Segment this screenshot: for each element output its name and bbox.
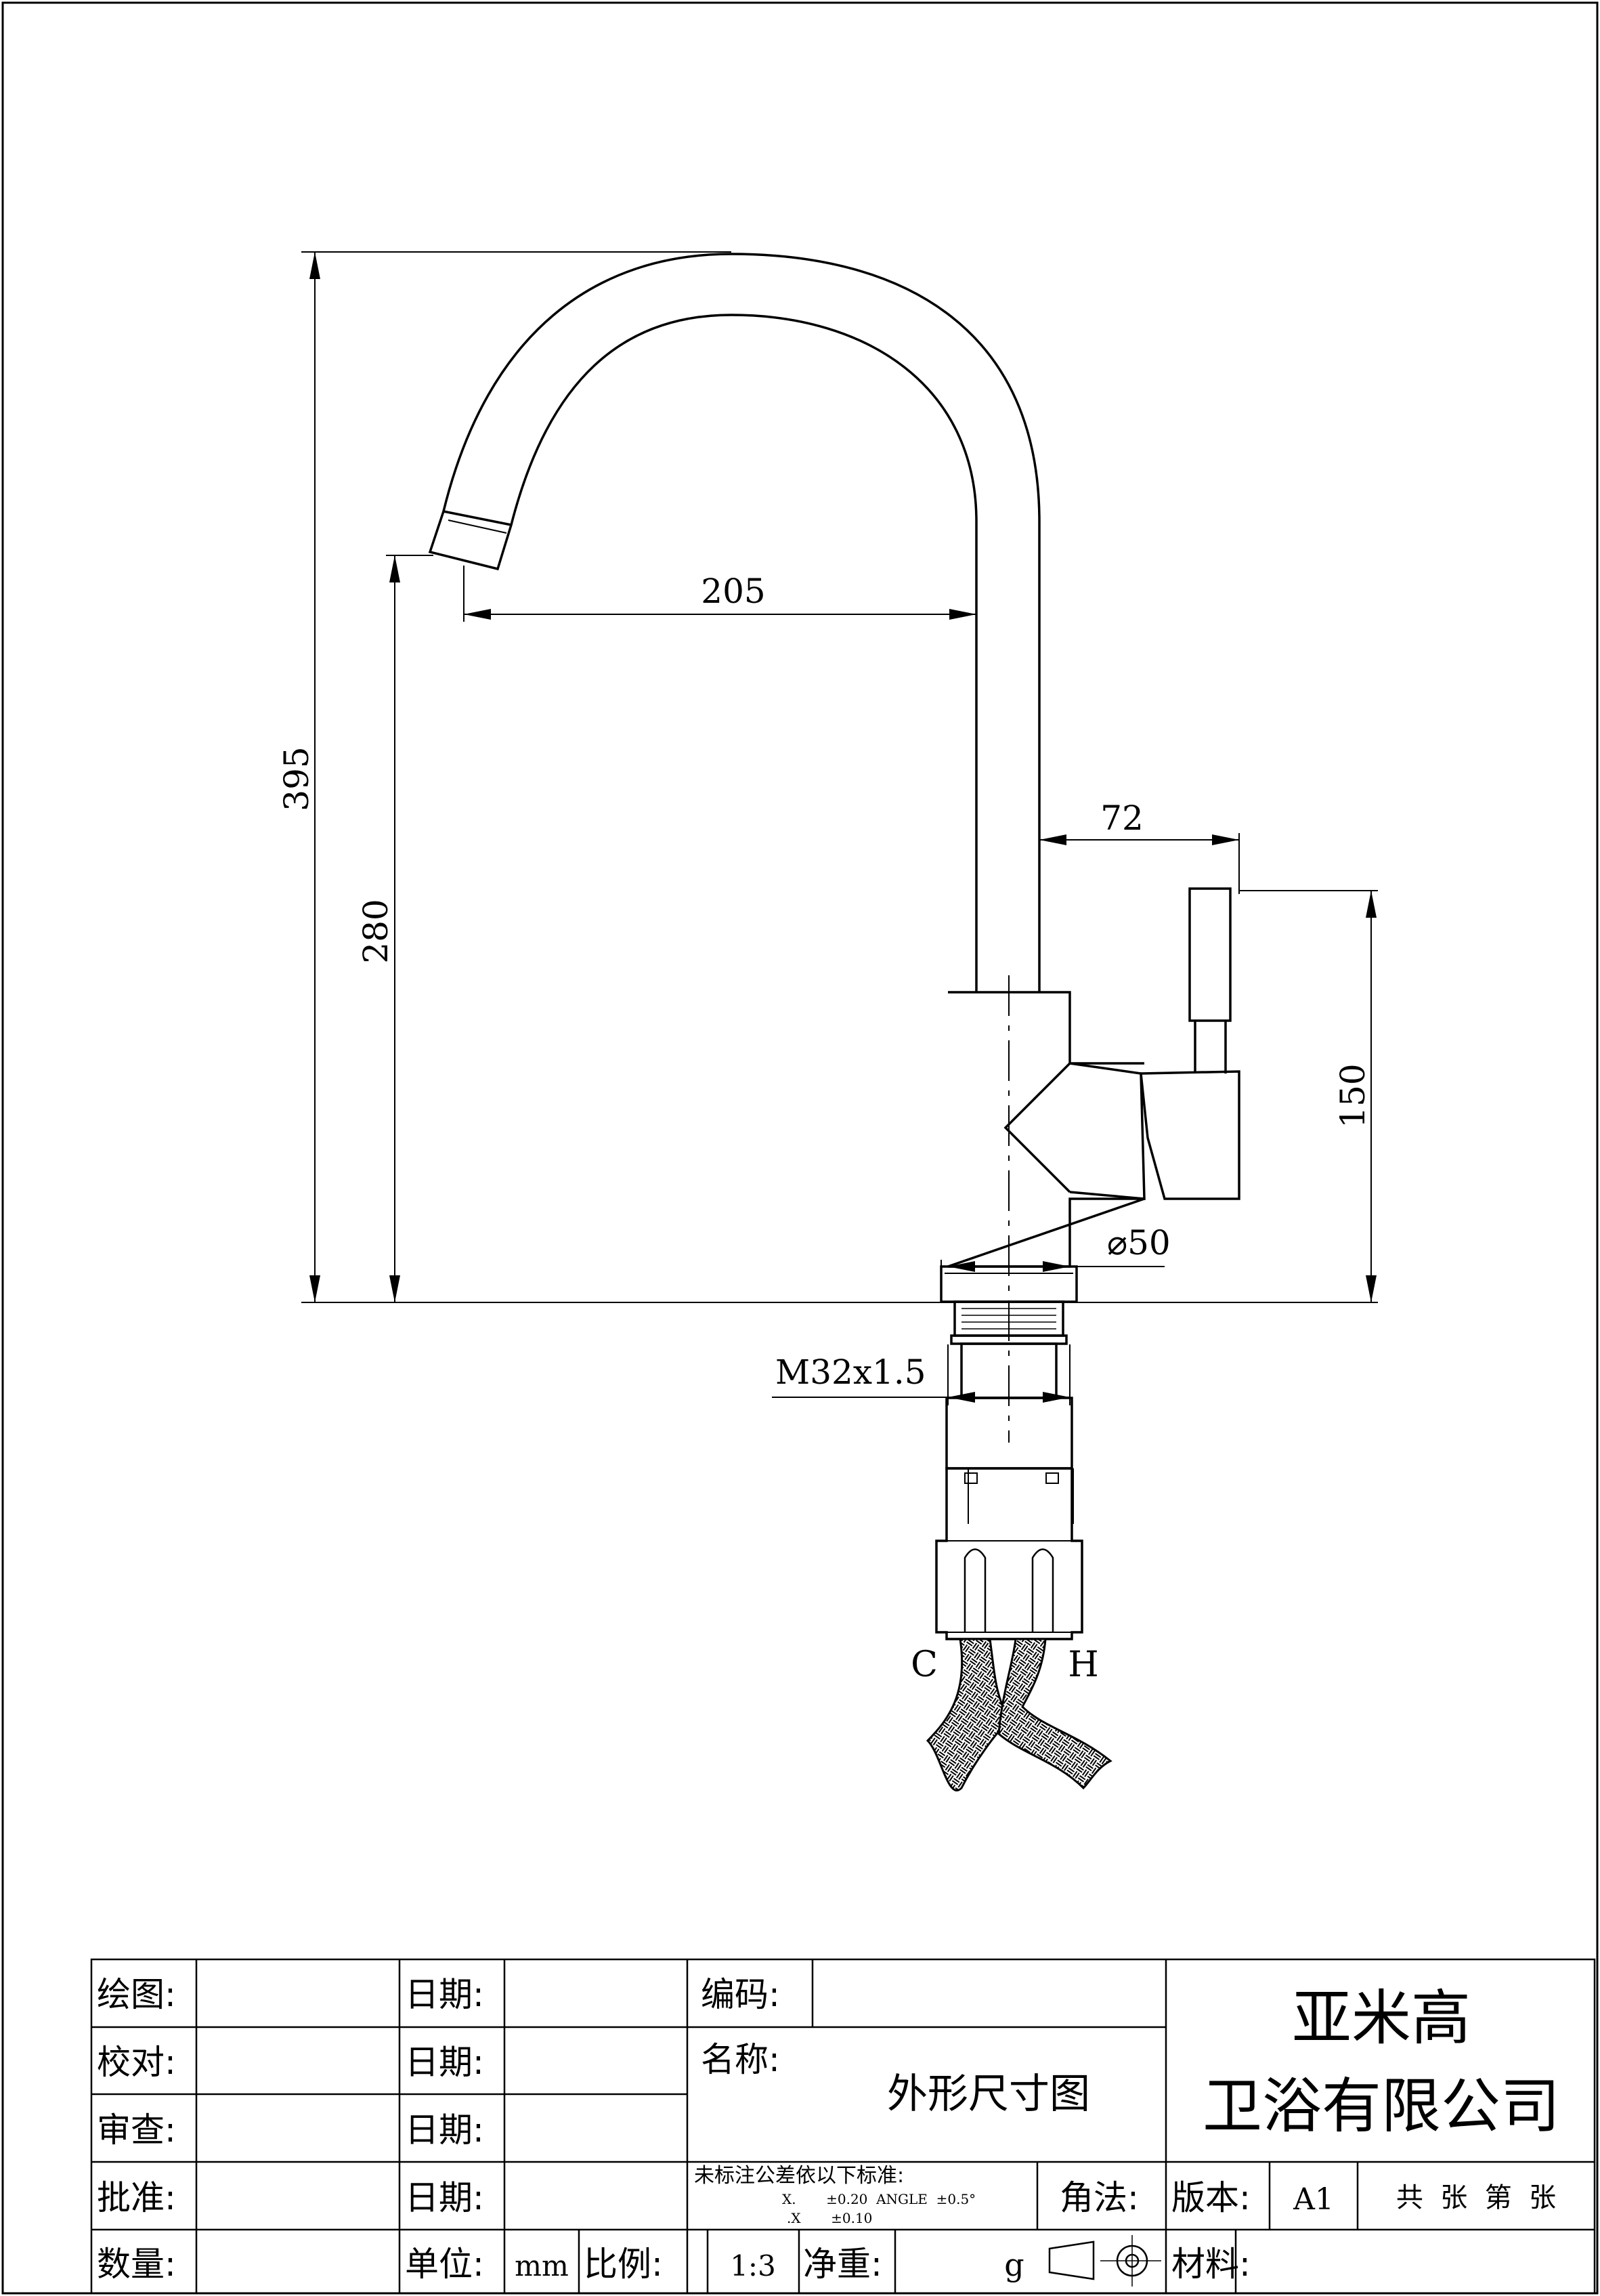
label-checked: 校对: bbox=[97, 2043, 176, 2082]
label-reviewed: 审查: bbox=[97, 2110, 176, 2150]
mounting-nut bbox=[935, 1467, 1083, 1640]
label-quantity: 数量: bbox=[97, 2245, 176, 2284]
version-value: A1 bbox=[1293, 2182, 1334, 2217]
handle-connector bbox=[1003, 1062, 1146, 1200]
title-block bbox=[90, 1958, 1596, 2295]
label-date-4: 日期: bbox=[405, 2178, 484, 2217]
drawing-name: 外形尺寸图 bbox=[887, 2070, 1090, 2118]
spout-inner-curve bbox=[510, 314, 978, 992]
dimension-arrows bbox=[309, 252, 1377, 1403]
label-material: 材料: bbox=[1171, 2245, 1251, 2284]
projection-symbol-icon bbox=[1048, 2235, 1161, 2287]
label-projection: 角法: bbox=[1060, 2178, 1139, 2217]
dim-spout-reach: 205 bbox=[701, 572, 765, 611]
label-date-2: 日期: bbox=[405, 2043, 484, 2082]
dim-spout-height: 280 bbox=[356, 899, 395, 963]
dim-handle-offset: 72 bbox=[1100, 799, 1144, 838]
cold-hose bbox=[926, 1638, 1010, 1791]
weight-unit: g bbox=[1004, 2247, 1024, 2283]
hot-hose-label: H bbox=[1068, 1644, 1098, 1685]
label-version: 版本: bbox=[1171, 2178, 1251, 2217]
dim-thread: M32x1.5 bbox=[775, 1353, 926, 1392]
cold-hose-label: C bbox=[911, 1644, 938, 1685]
label-scale: 比例: bbox=[584, 2245, 663, 2284]
scale-value: 1:3 bbox=[730, 2249, 776, 2282]
tolerance-line-2: .X ±0.10 bbox=[787, 2210, 872, 2226]
label-approved: 批准: bbox=[97, 2178, 176, 2217]
label-unit: 单位: bbox=[405, 2245, 484, 2284]
label-code: 编码: bbox=[701, 1975, 780, 2014]
label-date-3: 日期: bbox=[405, 2110, 484, 2150]
hot-hose bbox=[997, 1638, 1112, 1790]
unit-value: mm bbox=[515, 2249, 569, 2282]
dim-body-height: 150 bbox=[1333, 1063, 1372, 1128]
faucet-outline bbox=[428, 253, 1240, 1640]
company-name-line-1: 亚米高 bbox=[1292, 1983, 1471, 2053]
spout-outer-curve bbox=[442, 253, 1041, 992]
tolerance-title: 未标注公差依以下标准: bbox=[694, 2164, 904, 2188]
label-date-1: 日期: bbox=[405, 1975, 484, 2014]
spout-tip bbox=[428, 509, 513, 571]
lever-handle bbox=[1188, 887, 1232, 1022]
tolerance-line-1: X. ±0.20 ANGLE ±0.5° bbox=[782, 2191, 976, 2207]
company-name-line-2: 卫浴有限公司 bbox=[1203, 2071, 1560, 2141]
dim-total-height: 395 bbox=[277, 746, 316, 811]
braided-hoses bbox=[926, 1638, 1112, 1791]
dimension-lines bbox=[301, 251, 1378, 1405]
dim-body-diameter: ⌀50 bbox=[1107, 1223, 1171, 1262]
label-name: 名称: bbox=[701, 2040, 780, 2079]
label-drawn: 绘图: bbox=[97, 1975, 176, 2014]
sheet-info: 共 张 第 张 bbox=[1396, 2182, 1556, 2213]
label-weight: 净重: bbox=[803, 2245, 882, 2284]
